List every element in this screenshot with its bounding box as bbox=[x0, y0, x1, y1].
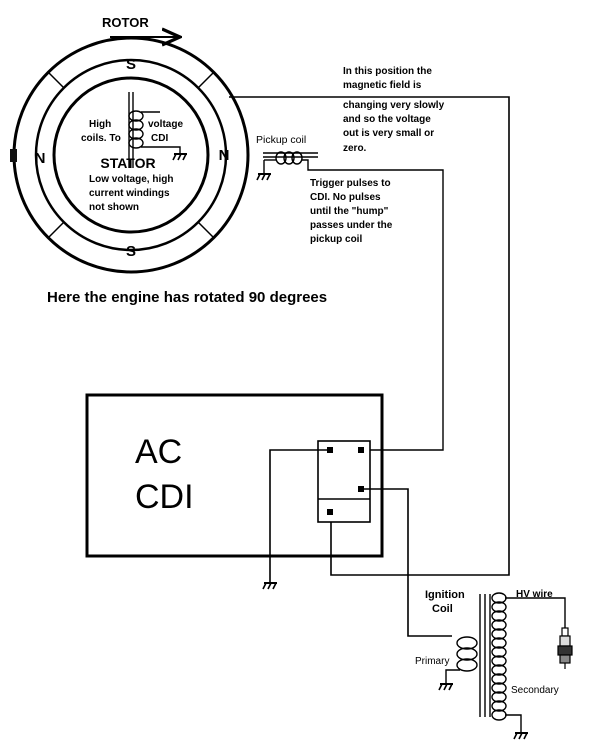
cdi-label-ac: AC bbox=[135, 433, 182, 471]
cdi-label-cdi: CDI bbox=[135, 478, 194, 516]
svg-text:zero.: zero. bbox=[343, 143, 367, 154]
svg-text:changing very slowly: changing very slowly bbox=[343, 100, 445, 111]
pole-top: S bbox=[126, 56, 136, 73]
stator-note-3: not shown bbox=[89, 202, 139, 213]
pole-bottom: S bbox=[126, 243, 136, 260]
pole-right: N bbox=[219, 147, 230, 164]
hv-coil-icon bbox=[128, 92, 181, 168]
hv-coil-text-left-2: coils. To bbox=[81, 133, 121, 144]
rotor-label: ROTOR bbox=[102, 15, 149, 30]
pole-left: N bbox=[35, 150, 46, 167]
svg-text:magnetic field is: magnetic field is bbox=[343, 80, 422, 91]
pickup-coil-icon bbox=[263, 151, 444, 451]
rotor-hump bbox=[10, 149, 17, 162]
hv-coil-text-right-2: CDI bbox=[151, 133, 168, 144]
svg-text:and so the voltage: and so the voltage bbox=[343, 114, 431, 125]
ground-icon bbox=[256, 173, 272, 181]
spark-plug-icon bbox=[557, 627, 573, 669]
stator-note-2: current windings bbox=[89, 188, 170, 199]
caption: Here the engine has rotated 90 degrees bbox=[47, 289, 327, 306]
ignition-coil-icon bbox=[445, 592, 566, 733]
svg-text:out is very small or: out is very small or bbox=[343, 128, 434, 139]
svg-text:In this position the: In this position the bbox=[343, 66, 432, 77]
cdi-to-primary-wire bbox=[364, 488, 452, 637]
stator-title: STATOR bbox=[100, 155, 155, 171]
ground-icon bbox=[172, 153, 188, 161]
field-note: In this position the magnetic field is c… bbox=[343, 66, 445, 154]
svg-text:pickup coil: pickup coil bbox=[310, 234, 362, 245]
trigger-note: Trigger pulses to CDI. No pulses until t… bbox=[310, 178, 393, 245]
hv-coil-text-left-1: High bbox=[89, 119, 111, 130]
ignition-coil-label-2: Coil bbox=[432, 603, 453, 615]
svg-text:CDI. No pulses: CDI. No pulses bbox=[310, 192, 381, 203]
svg-text:until the "hump": until the "hump" bbox=[310, 206, 389, 217]
hv-coil-text-right-1: voltage bbox=[148, 119, 183, 130]
svg-text:Trigger pulses to: Trigger pulses to bbox=[310, 178, 391, 189]
cdi-ground-wire bbox=[269, 449, 330, 583]
hv-wire-to-cdi bbox=[229, 96, 510, 576]
ground-icon bbox=[438, 683, 454, 691]
ignition-coil-label-1: Ignition bbox=[425, 589, 465, 601]
pickup-coil-label: Pickup coil bbox=[256, 134, 306, 146]
ground-icon bbox=[262, 582, 278, 590]
svg-text:passes under the: passes under the bbox=[310, 220, 393, 231]
ground-icon bbox=[513, 732, 529, 740]
secondary-label: Secondary bbox=[511, 685, 559, 696]
stator-note-1: Low voltage, high bbox=[89, 174, 173, 185]
hv-wire-label: HV wire bbox=[516, 589, 553, 600]
primary-label: Primary bbox=[415, 656, 449, 667]
terminal-block bbox=[317, 440, 371, 523]
cdi-box bbox=[85, 393, 384, 558]
